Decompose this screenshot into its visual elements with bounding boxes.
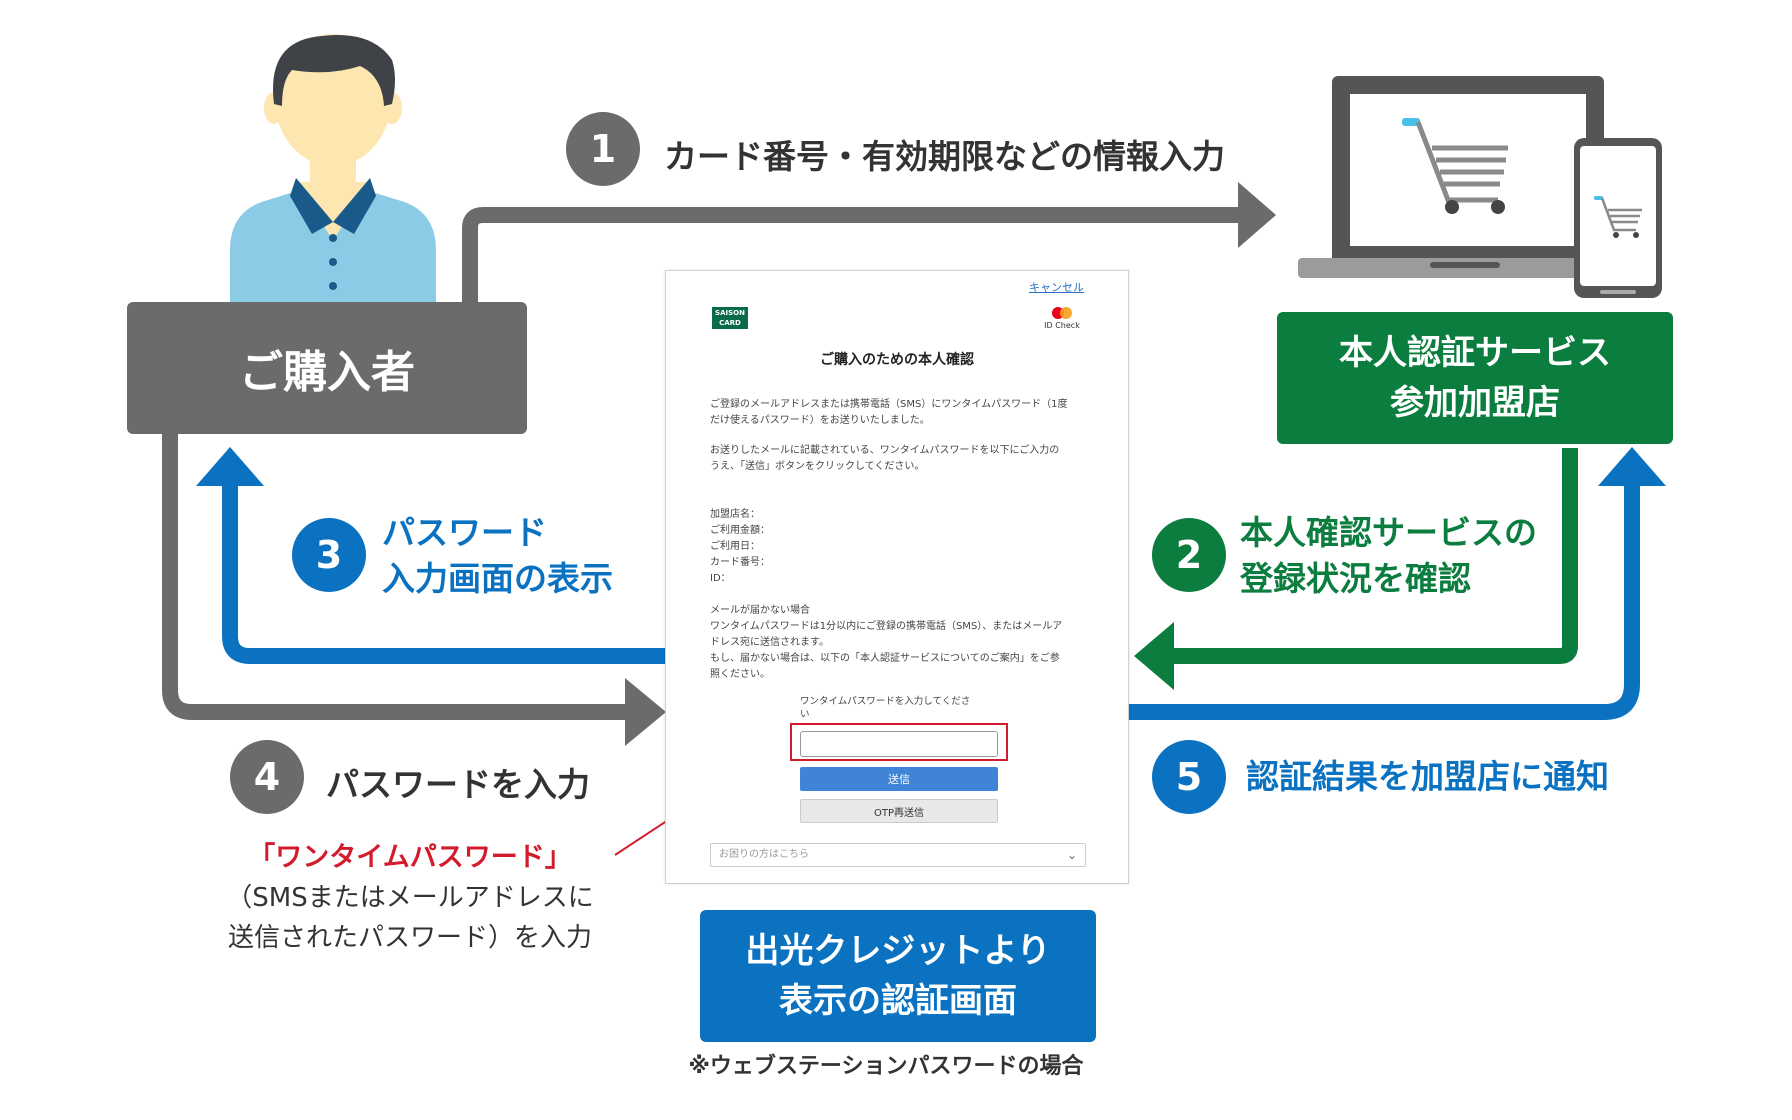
chevron-down-icon: ⌄	[1066, 848, 1077, 862]
auth-dialog: キャンセル SAISON CARD ID Check ご購入のための本人確認 ご…	[665, 270, 1129, 884]
purchaser-label: ご購入者	[239, 347, 415, 398]
step3-label-line2: 入力画面の表示	[382, 559, 613, 598]
dialog-para3: メールが届かない場合 ワンタイムパスワードは1分以内にご登録の携帯電話（SMS）…	[710, 605, 1063, 680]
arrow-step3-head	[196, 447, 264, 486]
arrow-step4-head	[625, 678, 666, 746]
issuer-box: 出光クレジットより 表示の認証画面	[700, 910, 1096, 1042]
field-amount: ご利用金額：	[710, 525, 770, 536]
issuer-label-line1: 出光クレジットより	[745, 931, 1051, 971]
dialog-fields: 加盟店名： ご利用金額： ご利用日： カード番号： ID：	[710, 507, 770, 587]
otp-input-label: ワンタイムパスワードを入力してくださ い	[800, 696, 971, 720]
mastercard-icon	[1052, 307, 1072, 319]
field-id: ID：	[710, 573, 731, 584]
step4-label: パスワードを入力	[326, 765, 590, 804]
arrow-step2	[1172, 448, 1578, 664]
send-button[interactable]: 送信	[800, 767, 998, 791]
arrow-step4	[162, 430, 628, 720]
arrow-step2-head	[1134, 622, 1174, 690]
cart-icon-large	[1402, 118, 1508, 214]
arrow-step1	[462, 207, 1240, 305]
id-check-logo: ID Check	[1040, 307, 1084, 330]
help-dropdown[interactable]: お困りの方はこちら ⌄	[710, 843, 1086, 867]
arrow-step1-head	[1238, 182, 1276, 248]
merchant-label-line2: 参加加盟店	[1390, 383, 1560, 423]
laptop-illustration	[1298, 76, 1628, 278]
otp-note: 「ワンタイムパスワード」 （SMSまたはメールアドレスに 送信されたパスワード）…	[210, 838, 610, 958]
otp-note-title: 「ワンタイムパスワード」	[248, 842, 572, 873]
dialog-para1: ご登録のメールアドレスまたは携帯電話（SMS）にワンタイムパスワード（1度 だけ…	[710, 399, 1068, 426]
id-check-label: ID Check	[1044, 321, 1080, 330]
field-date: ご利用日：	[710, 541, 760, 552]
step5-label: 認証結果を加盟店に通知	[1246, 757, 1609, 796]
field-card-number: カード番号：	[710, 557, 770, 568]
person-illustration	[230, 34, 436, 305]
saison-card-logo: SAISON CARD	[712, 307, 748, 329]
dialog-title: ご購入のための本人確認	[820, 352, 974, 368]
step4-circle: 4	[230, 740, 304, 814]
step2-circle: 2	[1152, 518, 1226, 592]
cart-icon-small	[1594, 196, 1642, 238]
dialog-para2: お送りしたメールに記載されている、ワンタイムパスワードを以下にご入力の うえ、「…	[710, 445, 1060, 472]
step3-circle: 3	[292, 518, 366, 592]
cancel-link[interactable]: キャンセル	[1029, 281, 1084, 294]
resend-otp-button[interactable]: OTP再送信	[800, 799, 998, 823]
merchant-box: 本人認証サービス 参加加盟店	[1277, 312, 1673, 444]
purchaser-box: ご購入者	[127, 302, 527, 434]
otp-note-line1: （SMSまたはメールアドレスに	[226, 883, 594, 913]
issuer-label-line2: 表示の認証画面	[779, 981, 1017, 1021]
arrow-step3	[222, 482, 666, 664]
arrow-step5-head	[1598, 447, 1666, 486]
step2-label-line1: 本人確認サービスの	[1240, 513, 1537, 552]
help-dropdown-label: お困りの方はこちら	[719, 849, 809, 860]
step2-label-line2: 登録状況を確認	[1240, 559, 1471, 598]
step1-label: カード番号・有効期限などの情報入力	[664, 137, 1225, 176]
field-merchant-name: 加盟店名：	[710, 509, 760, 520]
step5-circle: 5	[1152, 740, 1226, 814]
merchant-label-line1: 本人認証サービス	[1339, 333, 1611, 373]
step2-label: 本人確認サービスの 登録状況を確認	[1240, 510, 1537, 602]
smartphone-illustration	[1574, 138, 1662, 298]
otp-input-highlight	[790, 723, 1008, 761]
otp-input[interactable]	[800, 731, 998, 757]
otp-note-line2: 送信されたパスワード）を入力	[227, 923, 592, 953]
step1-circle: 1	[566, 112, 640, 186]
step3-label-line1: パスワード	[382, 513, 547, 552]
arrow-step5	[1129, 482, 1640, 720]
step3-label: パスワード 入力画面の表示	[382, 510, 613, 602]
footnote: ※ウェブステーションパスワードの場合	[688, 1054, 1084, 1079]
